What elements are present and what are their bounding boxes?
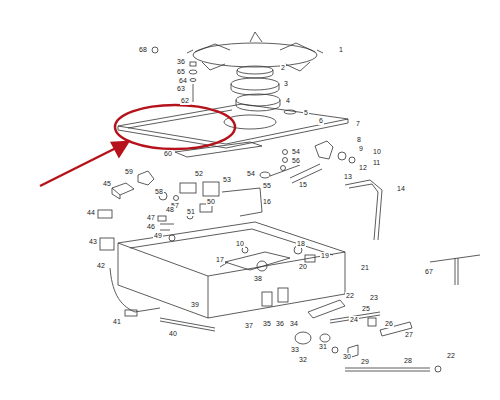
callout-number: 20 [298, 263, 308, 271]
callout-number: 58 [154, 188, 164, 196]
callout-number: 63 [176, 85, 186, 93]
callout-number: 6 [318, 117, 324, 125]
highlight-ellipse [115, 105, 235, 149]
callout-number: 36 [275, 320, 285, 328]
callout-number: 46 [146, 223, 156, 231]
seal-strip [175, 142, 262, 157]
callout-number: 27 [404, 331, 414, 339]
callout-number: 10 [235, 240, 245, 248]
callout-number: 21 [360, 264, 370, 272]
callout-number: 51 [186, 208, 196, 216]
callout-number: 45 [102, 180, 112, 188]
callout-number: 44 [86, 209, 96, 217]
callout-number: 42 [96, 262, 106, 270]
valve-parts [138, 171, 262, 216]
callout-number: 4 [285, 97, 291, 105]
callout-number: 47 [146, 214, 156, 222]
callout-number: 59 [124, 168, 134, 176]
callout-number: 24 [349, 316, 359, 324]
burner-housing [118, 222, 345, 318]
knob-assembly [295, 300, 441, 372]
callout-number: 11 [372, 159, 381, 167]
top-plate [118, 104, 348, 148]
connector [125, 310, 137, 316]
callout-number: 1 [338, 46, 344, 54]
valve-body [220, 246, 315, 271]
callout-number: 37 [244, 322, 254, 330]
callout-number: 10 [372, 148, 382, 156]
callout-number: 54 [246, 170, 256, 178]
callout-number: 3 [283, 80, 289, 88]
callout-number: 43 [88, 238, 98, 246]
callout-number: 25 [361, 305, 371, 313]
callout-number: 14 [396, 185, 406, 193]
callout-number: 2 [280, 64, 286, 72]
callout-number: 8 [356, 136, 362, 144]
callout-number: 12 [358, 164, 368, 172]
electrode-parts [152, 47, 197, 102]
callout-number: 22 [345, 292, 355, 300]
callout-number: 54 [291, 148, 301, 156]
callout-number: 33 [290, 346, 300, 354]
callout-number: 53 [222, 176, 232, 184]
tool [430, 255, 480, 285]
callout-number: 38 [253, 275, 263, 283]
wire [110, 268, 160, 312]
callout-number: 50 [206, 198, 216, 206]
callout-number: 18 [296, 240, 306, 248]
callout-number: 17 [215, 256, 225, 264]
callout-number: 56 [291, 157, 301, 165]
callout-number: 65 [176, 68, 186, 76]
callout-number: 64 [178, 77, 188, 85]
callout-number: 26 [384, 320, 394, 328]
callout-number: 39 [190, 301, 200, 309]
callout-number: 31 [318, 343, 328, 351]
callout-number: 23 [369, 294, 379, 302]
callout-number: 36 [176, 58, 186, 66]
callout-number: 9 [358, 145, 364, 153]
callout-number: 62 [180, 97, 190, 105]
callout-number: 60 [163, 150, 173, 158]
callout-number: 15 [298, 181, 308, 189]
callout-number: 30 [342, 353, 352, 361]
gas-fittings [260, 141, 355, 183]
small-parts [98, 183, 193, 250]
callout-number: 22 [446, 352, 456, 360]
callout-number: 19 [320, 252, 330, 260]
callout-number: 68 [138, 46, 148, 54]
callout-number: 32 [298, 356, 308, 364]
callout-number: 35 [262, 320, 272, 328]
callout-number: 55 [262, 182, 272, 190]
callout-number: 13 [343, 173, 353, 181]
callout-number: 48 [165, 206, 175, 214]
callout-number: 41 [112, 318, 122, 326]
callout-number: 34 [289, 320, 299, 328]
callout-number: 5 [303, 109, 309, 117]
callout-number: 16 [262, 198, 272, 206]
pointer-arrow [40, 142, 128, 186]
callout-number: 7 [355, 120, 361, 128]
callout-number: 67 [424, 268, 434, 276]
pan-support [187, 32, 323, 71]
gas-pipe [345, 180, 382, 240]
callout-number: 40 [168, 330, 178, 338]
callout-number: 29 [360, 358, 370, 366]
callout-number: 49 [153, 232, 163, 240]
callout-number: 52 [194, 170, 204, 178]
callout-number: 28 [403, 357, 413, 365]
